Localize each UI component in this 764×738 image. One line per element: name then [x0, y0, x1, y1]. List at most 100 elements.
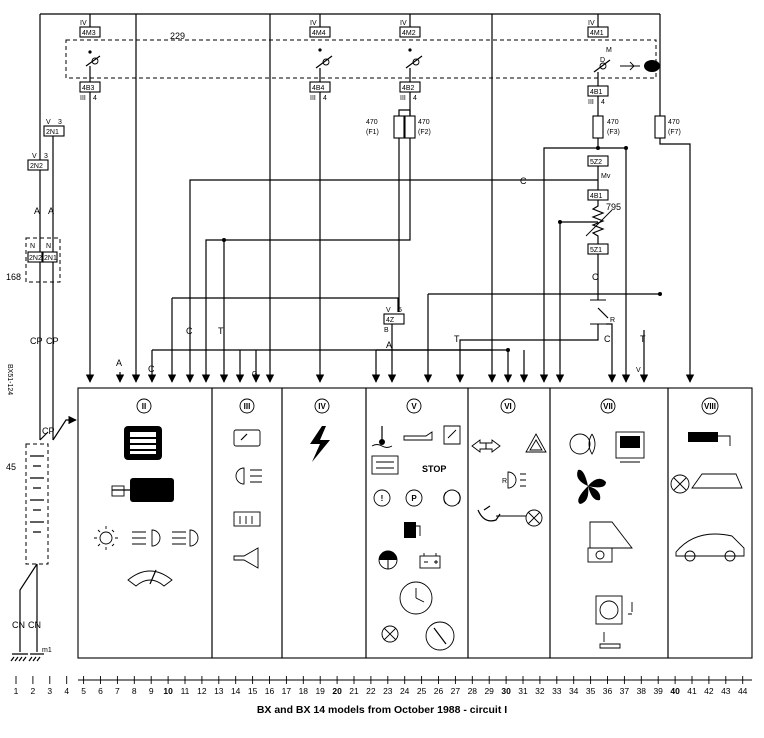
svg-text:4B2: 4B2 [402, 85, 415, 92]
scale-number: 13 [214, 686, 224, 696]
scale-number: 32 [535, 686, 545, 696]
scale-number: 40 [670, 686, 680, 696]
connector-2n2-left: V 3 2N2 [27, 153, 49, 171]
sidelight-icon [94, 526, 118, 550]
scale-number: 26 [434, 686, 444, 696]
ignition-switch-frame [65, 39, 657, 79]
scale-number: 14 [231, 686, 241, 696]
svg-text:A: A [48, 206, 54, 216]
scale-number: 29 [484, 686, 494, 696]
svg-text:4M1: 4M1 [590, 30, 604, 37]
scale-number: 21 [349, 686, 359, 696]
svg-text:3: 3 [58, 119, 62, 126]
lamp-icon [381, 625, 399, 643]
svg-text:CP: CP [42, 426, 55, 436]
scale-number: 20 [332, 686, 342, 696]
scale-number: 11 [181, 686, 190, 696]
svg-text:V: V [32, 153, 37, 160]
svg-text:III: III [244, 402, 251, 411]
svg-text:R: R [610, 317, 615, 324]
svg-text:IV: IV [588, 20, 595, 27]
svg-text:T: T [640, 334, 646, 344]
svg-text:470: 470 [366, 119, 378, 126]
svg-text:Mv: Mv [601, 173, 611, 180]
alternator-icon [124, 426, 162, 460]
svg-text:IV: IV [400, 20, 407, 27]
svg-text:4M4: 4M4 [312, 30, 326, 37]
scale-number: 19 [315, 686, 325, 696]
svg-text:2N1: 2N1 [46, 129, 59, 136]
connector-5z2: 5Z2 Mv 4B1 [587, 155, 611, 201]
svg-text:C: C [604, 334, 611, 344]
main-beam-icon [172, 529, 199, 547]
svg-text:CN: CN [12, 620, 25, 630]
svg-text:795: 795 [606, 202, 621, 212]
battery-45: 45 [6, 443, 49, 565]
svg-text:CP: CP [46, 336, 59, 346]
svg-text:A: A [34, 206, 40, 216]
stop-warning-label: STOP [422, 464, 446, 474]
speedometer-icon [425, 621, 455, 651]
scale-number: 6 [98, 686, 103, 696]
svg-text:2N2: 2N2 [30, 163, 43, 170]
fuse-f3: 470 (F3) [592, 115, 620, 139]
fuse-f2: 470 (F2) [404, 115, 431, 139]
ground-icon [10, 653, 44, 662]
scale-number: 43 [721, 686, 731, 696]
scale-number: 36 [603, 686, 613, 696]
scale-number: 30 [501, 686, 511, 696]
battery-charge-icon [419, 553, 441, 569]
svg-text:VIII: VIII [704, 402, 716, 411]
brake-warning-icon: ! [373, 489, 391, 507]
svg-text:470: 470 [418, 119, 430, 126]
svg-text:C: C [148, 364, 155, 374]
scale-number: 41 [687, 686, 697, 696]
fuse-f7: 470 (F7) [654, 115, 681, 139]
rear-screen-heater-icon [233, 511, 261, 527]
scale-number: 38 [637, 686, 647, 696]
svg-text:T: T [218, 326, 224, 336]
scale-number: 39 [653, 686, 663, 696]
fuel-pump-icon [404, 522, 421, 538]
fan-motor-icon [569, 433, 596, 455]
svg-text:5Z1: 5Z1 [590, 247, 602, 254]
scale-number: 12 [197, 686, 207, 696]
svg-text:4B1: 4B1 [590, 193, 603, 200]
svg-text:VI: VI [504, 402, 512, 411]
relay-switch: R [590, 299, 615, 325]
section-labels: II III IV V VI VII VIII [136, 397, 719, 415]
svg-text:V: V [386, 307, 391, 314]
svg-text:III: III [80, 95, 86, 102]
svg-text:IV: IV [310, 20, 317, 27]
svg-text:V: V [46, 119, 51, 126]
brake-pad-icon [443, 489, 461, 507]
diagram-caption: BX and BX 14 models from October 1988 - … [256, 704, 508, 716]
svg-text:A: A [386, 340, 392, 350]
svg-text:P: P [411, 494, 417, 503]
svg-text:4B3: 4B3 [82, 85, 95, 92]
connector-4m3: IV 4M3 4B3 III 4 [79, 14, 101, 382]
oil-pressure-icon [403, 431, 433, 441]
turn-signal-icon [471, 439, 501, 453]
svg-text:(F3): (F3) [607, 129, 620, 136]
scale-number: 5 [81, 686, 86, 696]
svg-text:3: 3 [44, 153, 48, 160]
fan-icon [577, 469, 606, 504]
svg-text:4B1: 4B1 [590, 89, 603, 96]
svg-text:5Z2: 5Z2 [590, 159, 602, 166]
connector-block-168 [25, 237, 61, 283]
scale-number: 42 [704, 686, 714, 696]
svg-text:4: 4 [93, 95, 97, 102]
ignition-switch-ref: 229 [170, 31, 185, 41]
lightning-icon [310, 426, 330, 462]
svg-text:(F2): (F2) [418, 129, 431, 136]
scale-number: 15 [248, 686, 258, 696]
svg-text:N: N [30, 243, 35, 250]
scale-number: 44 [738, 686, 748, 696]
scale-number: 3 [47, 686, 52, 696]
svg-text:C: C [186, 326, 193, 336]
svg-text:VII: VII [603, 402, 613, 411]
svg-text:m1: m1 [42, 647, 52, 654]
svg-text:4: 4 [601, 99, 605, 106]
svg-text:CP: CP [30, 336, 43, 346]
